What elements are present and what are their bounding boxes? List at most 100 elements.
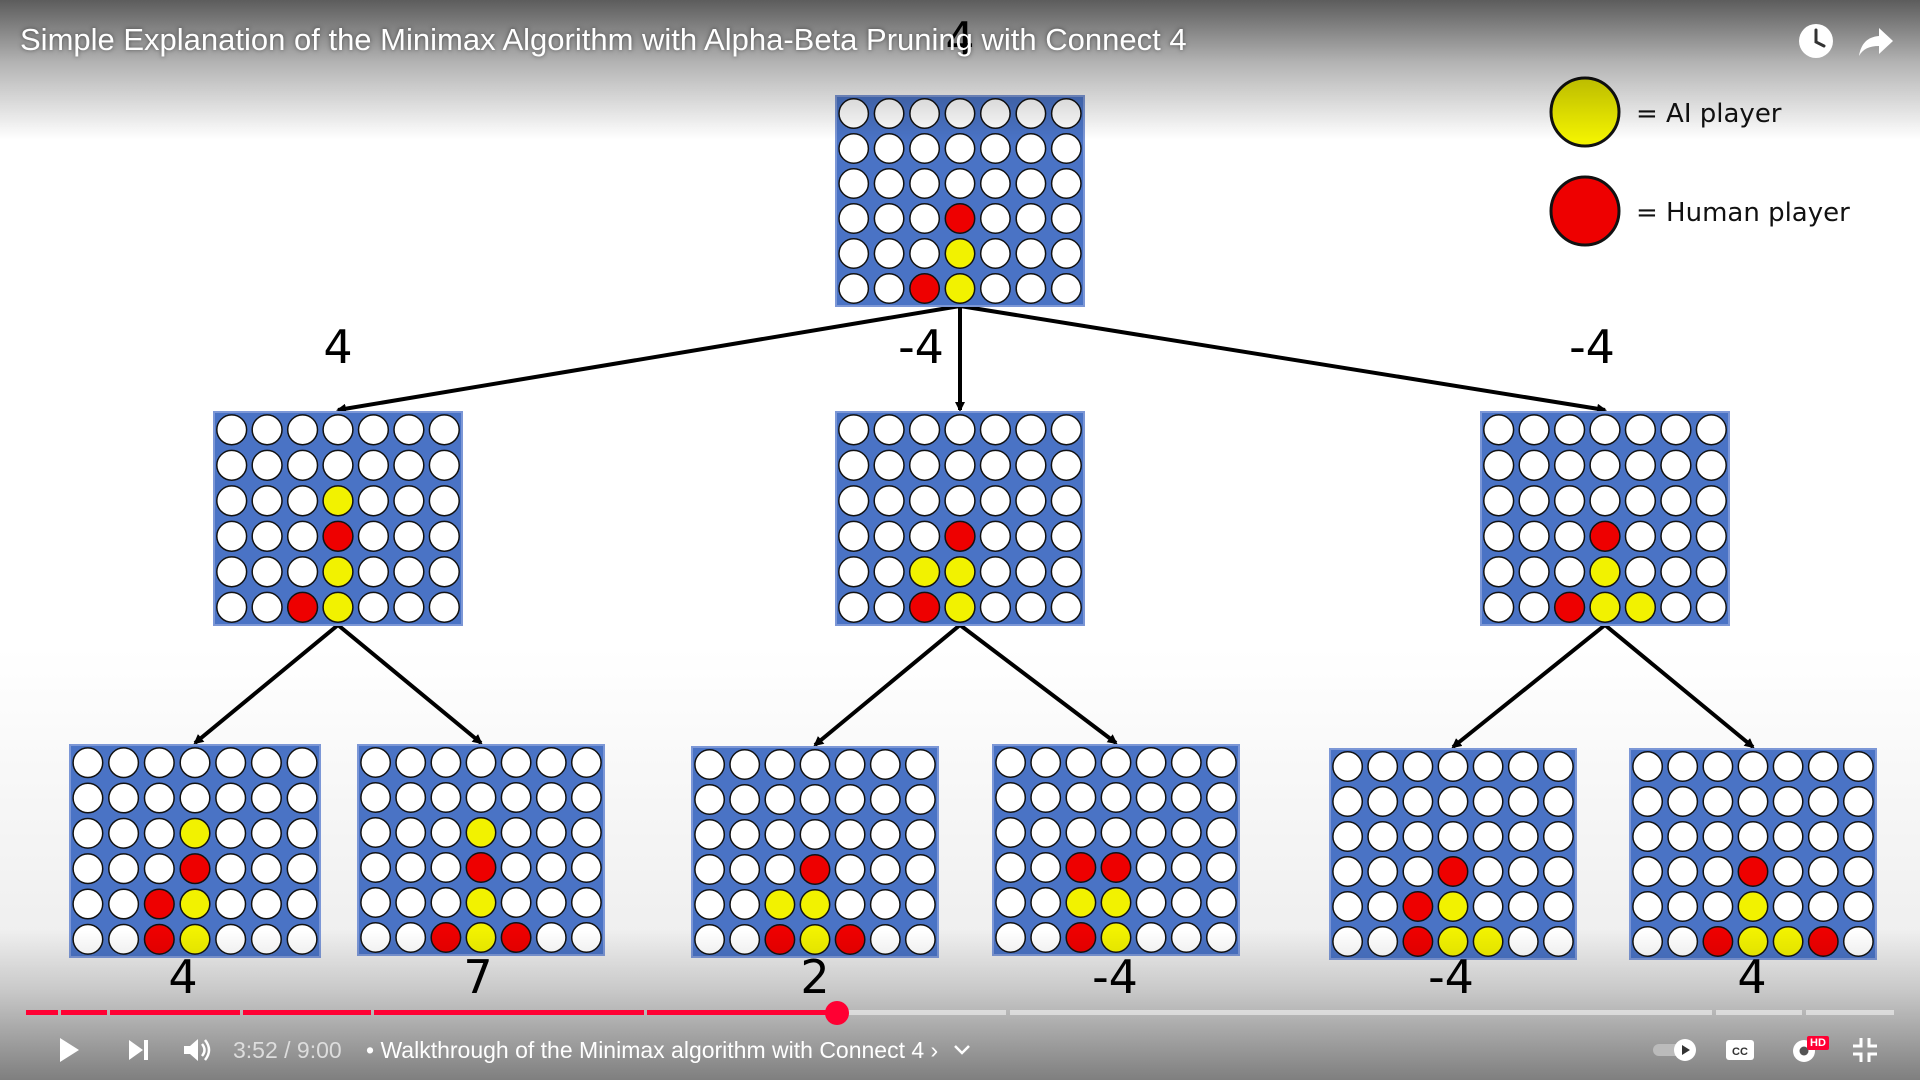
video-title[interactable]: Simple Explanation of the Minimax Algori… — [20, 22, 1187, 57]
empty-slot — [1332, 786, 1364, 817]
empty-slot — [838, 98, 870, 129]
empty-slot — [694, 819, 726, 850]
empty-slot — [908, 414, 941, 446]
settings-button[interactable]: HD — [1785, 1030, 1829, 1070]
progress-segment[interactable] — [1010, 1010, 1712, 1015]
human-piece — [1100, 852, 1132, 883]
progress-segment[interactable] — [647, 1010, 837, 1015]
empty-slot — [1015, 98, 1047, 129]
volume-button[interactable] — [176, 1030, 220, 1070]
empty-slot — [1695, 556, 1727, 588]
empty-slot — [1660, 556, 1692, 588]
empty-slot — [904, 889, 936, 920]
empty-slot — [834, 819, 866, 850]
empty-slot — [1507, 856, 1539, 887]
progress-segment[interactable] — [26, 1010, 58, 1015]
node-score: 4 — [1737, 950, 1766, 1004]
empty-slot — [1667, 891, 1699, 922]
empty-slot — [570, 887, 602, 918]
empty-slot — [869, 749, 901, 780]
chapter-dropdown[interactable] — [950, 1030, 974, 1070]
ai-piece — [465, 817, 497, 848]
empty-slot — [465, 747, 497, 778]
ai-piece — [1624, 591, 1657, 623]
empty-slot — [1437, 786, 1469, 817]
empty-slot — [995, 817, 1027, 848]
ai-piece — [764, 889, 796, 920]
share-icon[interactable] — [1855, 20, 1897, 62]
ai-piece — [1065, 887, 1097, 918]
empty-slot — [570, 922, 602, 953]
empty-slot — [979, 203, 1011, 234]
empty-slot — [873, 556, 905, 588]
progress-segment[interactable] — [1716, 1010, 1802, 1015]
board-frame — [992, 744, 1240, 956]
empty-slot — [1772, 821, 1804, 852]
empty-slot — [1737, 751, 1769, 782]
empty-slot — [873, 203, 905, 234]
level1-board — [213, 411, 463, 626]
human-piece — [908, 591, 941, 623]
exit-fullscreen-button[interactable] — [1845, 1030, 1885, 1070]
progress-segment[interactable] — [110, 1010, 240, 1015]
ai-piece — [322, 556, 354, 588]
empty-slot — [286, 520, 319, 552]
board-frame — [1480, 411, 1730, 626]
empty-slot — [944, 414, 976, 446]
empty-slot — [535, 747, 567, 778]
empty-slot — [1542, 891, 1574, 922]
empty-slot — [1737, 821, 1769, 852]
empty-slot — [1542, 751, 1574, 782]
tree-edge-arrow — [958, 623, 1118, 745]
progress-segment[interactable] — [837, 1010, 1006, 1015]
empty-slot — [428, 556, 460, 588]
ai-piece — [1772, 926, 1804, 957]
play-button[interactable] — [48, 1030, 88, 1070]
empty-slot — [1589, 414, 1621, 446]
time-display: 3:52 / 9:00 — [233, 1037, 342, 1063]
empty-slot — [909, 203, 941, 234]
progress-segment[interactable] — [61, 1010, 107, 1015]
chapter-title[interactable]: • Walkthrough of the Minimax algorithm w… — [366, 1037, 939, 1063]
empty-slot — [393, 414, 425, 446]
empty-slot — [1589, 485, 1621, 517]
empty-slot — [694, 784, 726, 815]
progress-bar[interactable] — [26, 1001, 1894, 1025]
tree-edge-arrow — [1451, 623, 1607, 749]
empty-slot — [1332, 926, 1364, 957]
progress-scrubber[interactable] — [825, 1001, 849, 1025]
empty-slot — [286, 449, 319, 481]
board-frame — [69, 744, 321, 958]
empty-slot — [1518, 556, 1550, 588]
empty-slot — [1624, 556, 1657, 588]
empty-slot — [216, 591, 248, 623]
empty-slot — [500, 887, 532, 918]
empty-slot — [1170, 887, 1202, 918]
empty-slot — [1367, 891, 1399, 922]
empty-slot — [995, 887, 1027, 918]
human-piece — [764, 924, 796, 955]
empty-slot — [1737, 786, 1769, 817]
progress-segment[interactable] — [1806, 1010, 1894, 1015]
empty-slot — [1015, 168, 1047, 199]
tree-edge-arrow — [336, 623, 483, 745]
empty-slot — [393, 485, 425, 517]
board-frame — [1329, 748, 1577, 960]
progress-segment[interactable] — [374, 1010, 644, 1015]
human-piece — [1737, 856, 1769, 887]
empty-slot — [215, 782, 247, 814]
empty-slot — [1589, 449, 1621, 481]
next-button[interactable] — [118, 1030, 158, 1070]
empty-slot — [1050, 133, 1082, 164]
watch-later-icon[interactable] — [1795, 20, 1837, 62]
ai-piece — [1589, 556, 1621, 588]
captions-button[interactable]: CC — [1720, 1030, 1760, 1070]
human-piece — [1702, 926, 1734, 957]
empty-slot — [729, 889, 761, 920]
empty-slot — [1205, 887, 1237, 918]
autoplay-toggle[interactable] — [1650, 1030, 1702, 1070]
empty-slot — [873, 238, 905, 269]
progress-segment[interactable] — [243, 1010, 371, 1015]
empty-slot — [216, 520, 248, 552]
